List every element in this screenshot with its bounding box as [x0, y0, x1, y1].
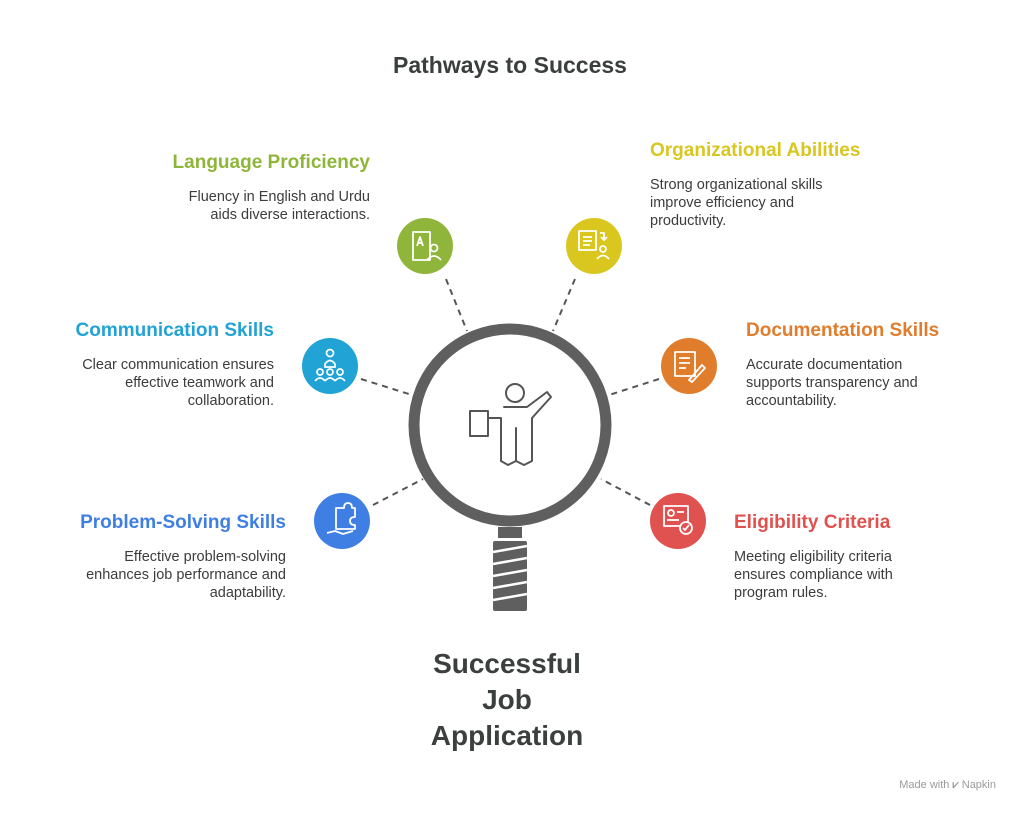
- organizational-icon-circle: [566, 218, 622, 274]
- skill-desc-communication: Clear communication ensures effective te…: [0, 356, 274, 410]
- skill-desc-problem: Effective problem-solving enhances job p…: [0, 548, 286, 602]
- napkin-logo-icon: ⩗: [952, 779, 959, 791]
- skill-block-language: Language Proficiency Fluency in English …: [70, 152, 370, 224]
- skill-heading-organizational: Organizational Abilities: [650, 140, 861, 161]
- eligibility-icon-circle: [650, 493, 706, 549]
- skill-heading-problem: Problem-Solving Skills: [80, 512, 286, 533]
- communication-icon-circle: [302, 338, 358, 394]
- skill-desc-organizational: Strong organizational skills improve eff…: [650, 176, 950, 230]
- skill-heading-communication: Communication Skills: [75, 320, 274, 341]
- document-pen-icon: [674, 351, 706, 383]
- center-label-line: Job: [482, 684, 532, 715]
- page-title: Pathways to Success: [393, 52, 627, 78]
- skill-heading-documentation: Documentation Skills: [746, 320, 940, 341]
- desc-line: program rules.: [734, 585, 828, 601]
- desc-line: accountability.: [746, 393, 837, 409]
- connectors: [360, 278, 660, 506]
- connector-eligibility: [600, 478, 651, 506]
- magnifier-handle: [492, 527, 528, 611]
- puzzle-hand-icon: [326, 502, 356, 535]
- skill-desc-language: Fluency in English and Urdu aids diverse…: [70, 188, 370, 224]
- skill-desc-eligibility: Meeting eligibility criteria ensures com…: [734, 548, 1020, 602]
- credit-prefix: Made with: [899, 779, 950, 791]
- desc-line: enhances job performance and: [86, 567, 286, 583]
- desc-line: improve efficiency and: [650, 195, 795, 211]
- skill-heading-language: Language Proficiency: [172, 152, 370, 173]
- desc-line: Meeting eligibility criteria: [734, 549, 892, 565]
- desc-line: ensures compliance with: [734, 567, 893, 583]
- skill-block-communication: Communication Skills Clear communication…: [0, 320, 274, 410]
- center-label-line: Application: [430, 720, 584, 751]
- skill-block-organizational: Organizational Abilities Strong organiza…: [650, 140, 950, 230]
- desc-line: adaptability.: [209, 585, 286, 601]
- connector-organizational: [552, 278, 576, 332]
- desc-line: Strong organizational skills: [650, 177, 823, 193]
- connector-language: [445, 278, 468, 332]
- desc-line: supports transparency and: [746, 375, 918, 391]
- center-label: Successful Job Application: [390, 646, 624, 754]
- language-icon-circle: [397, 218, 453, 274]
- skill-desc-documentation: Accurate documentation supports transpar…: [746, 356, 1020, 410]
- skill-block-problem: Problem-Solving Skills Effective problem…: [0, 512, 286, 602]
- credit-brand: Napkin: [961, 779, 996, 791]
- center-label-line: Successful: [433, 648, 581, 679]
- connector-documentation: [608, 378, 660, 396]
- language-book-icon: [412, 231, 442, 261]
- desc-line: collaboration.: [187, 393, 274, 409]
- problem-icon-circle: [314, 493, 370, 549]
- certificate-check-icon: [663, 505, 693, 535]
- skill-block-documentation: Documentation Skills Accurate documentat…: [746, 320, 1020, 410]
- desc-line: Effective problem-solving: [124, 549, 286, 565]
- checklist-person-icon: [578, 230, 610, 260]
- desc-line: Fluency in English and Urdu: [188, 189, 370, 205]
- desc-line: productivity.: [650, 213, 727, 229]
- connector-problem: [372, 478, 424, 506]
- skill-block-eligibility: Eligibility Criteria Meeting eligibility…: [734, 512, 1020, 602]
- desc-line: Accurate documentation: [746, 357, 903, 373]
- documentation-icon-circle: [661, 338, 717, 394]
- desc-line: aids diverse interactions.: [210, 207, 370, 223]
- team-presenter-icon: [314, 348, 346, 382]
- desc-line: Clear communication ensures: [82, 357, 274, 373]
- skill-heading-eligibility: Eligibility Criteria: [734, 512, 891, 533]
- magnifier-lens: [408, 323, 612, 527]
- connector-communication: [360, 378, 413, 396]
- person-sign-icon: [469, 383, 552, 466]
- made-with-credit[interactable]: Made with ⩗ Napkin: [899, 779, 996, 792]
- desc-line: effective teamwork and: [125, 375, 274, 391]
